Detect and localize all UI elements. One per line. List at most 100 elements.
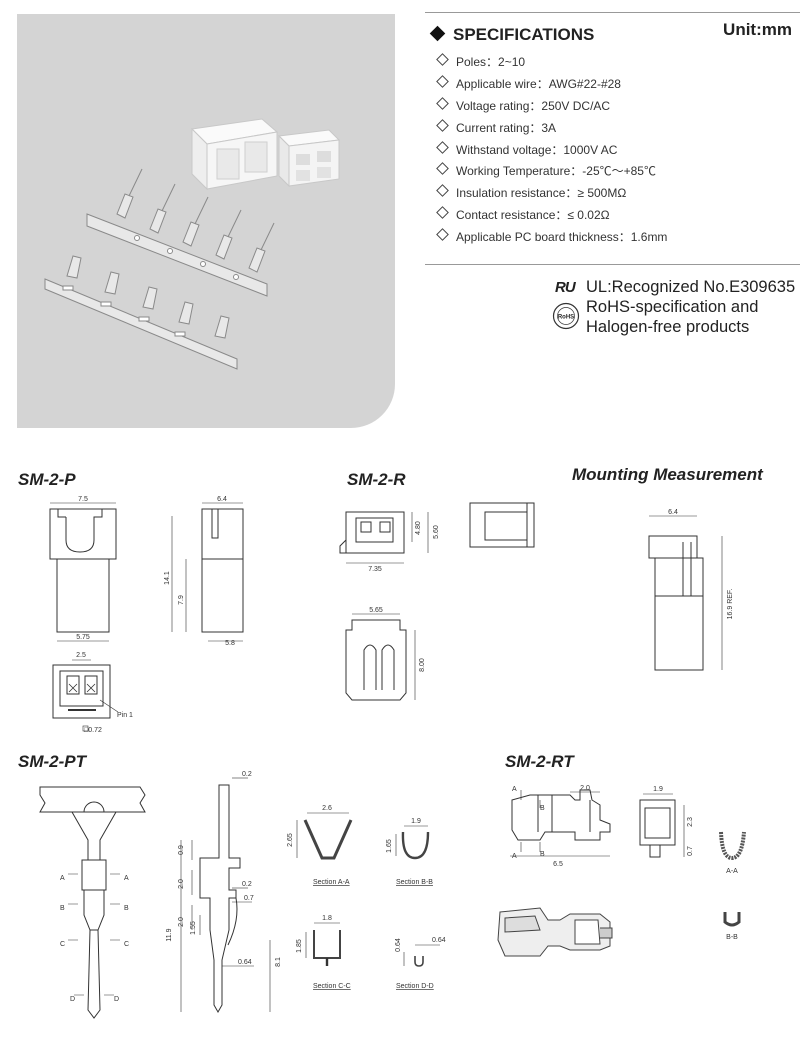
dim-rt-h1: 2.3 (687, 817, 694, 827)
sm2p-bottom-view (52, 659, 119, 732)
label-section-c-c: Section C-C (313, 983, 351, 990)
rt-section-b-b (723, 912, 741, 927)
spec-item-text: Poles：2~10 (456, 55, 526, 69)
dim-sec-c-h: 1.85 (296, 939, 303, 953)
terminal-strip-2-image (44, 255, 238, 370)
dim-sec-c-w: 1.8 (322, 915, 332, 922)
dim-sec-b-w: 1.9 (411, 818, 421, 825)
product-photo-panel (17, 14, 395, 428)
dim-mount-w: 6.4 (668, 509, 678, 516)
spec-top-rule (425, 12, 800, 13)
spec-item-text: Applicable PC board thickness：1.6mm (456, 230, 668, 245)
unit-label: Unit:mm (723, 20, 792, 39)
spec-item-current: Current rating：3A (436, 118, 667, 140)
sm2p-side-view (171, 502, 244, 642)
dim-p-pin-label: Pin 1 (117, 712, 133, 719)
section-title-sm2rt: SM-2-RT (505, 752, 574, 771)
section-a-a (296, 812, 353, 860)
dim-pt-d1: 0.9 (178, 845, 185, 855)
sm2rt-end-view (639, 793, 685, 858)
label-rt-b-bot: B (540, 851, 545, 858)
section-title-sm2r: SM-2-R (347, 470, 406, 489)
dim-rt-w2: 1.9 (653, 786, 663, 793)
dim-r-w: 7.35 (368, 566, 382, 573)
rt-section-a-a (719, 831, 746, 861)
specifications-list: Poles：2~10 Applicable wire：AWG#22-#28 Vo… (436, 52, 668, 249)
receptacle-image (277, 129, 341, 188)
rohs-seal-text: RoHS (558, 315, 574, 321)
label-pt-b-right: B (124, 905, 129, 912)
spec-item-pcb: Applicable PC board thickness：1.6mm (436, 227, 668, 249)
spec-item-poles: Poles：2~10 (436, 52, 667, 74)
spec-item-temperature: Working Temperature：-25℃～+85℃ (436, 161, 667, 183)
dim-p-h-total: 14.1 (164, 571, 171, 585)
dim-pt-d6: 1.55 (190, 921, 197, 935)
dim-sec-b-h: 1.65 (386, 839, 393, 853)
dim-sec-d-h: 0.64 (395, 938, 402, 952)
sm2pt-terminal-flat (39, 786, 146, 1019)
section-c-c (305, 922, 341, 966)
rohs-seal-icon: RoHS (552, 302, 580, 330)
rohs-text-line1: RoHS-specification and (586, 298, 759, 316)
dim-p-pin-size: □0.72 (84, 727, 102, 734)
dim-p-w-bot: 5.75 (76, 634, 90, 641)
sm2r-front-view (339, 511, 429, 564)
section-title-sm2p: SM-2-P (18, 470, 76, 489)
dim-pt-d4: 0.7 (244, 895, 254, 902)
ul-logo-icon: RU (555, 279, 576, 296)
spec-item-text: Voltage rating：250V DC/AC (456, 98, 611, 113)
sm2pt-section-markers (68, 873, 120, 996)
section-title-mounting: Mounting Measurement (572, 465, 763, 484)
specifications-title: SPECIFICATIONS (429, 25, 595, 45)
sm2r-side-view (469, 502, 535, 548)
dim-p-pitch: 2.5 (76, 652, 86, 659)
dim-r-w-top: 5.65 (369, 607, 383, 614)
sm2p-front-view (49, 502, 117, 642)
dim-pt-t1: 0.2 (242, 771, 252, 778)
dim-pt-total: 11.9 (166, 928, 173, 941)
spec-item-text: Applicable wire：AWG#22-#28 (456, 76, 621, 91)
dim-p-h-lower: 7.9 (178, 595, 185, 605)
spec-item-text: Contact resistance：≤ 0.02Ω (456, 208, 610, 223)
spec-item-text: Current rating：3A (456, 120, 557, 135)
label-pt-d-left: D (70, 996, 75, 1003)
spec-item-text: Withstand voltage：1000V AC (456, 142, 618, 157)
label-pt-c-left: C (60, 941, 65, 948)
spec-item-contact: Contact resistance：≤ 0.02Ω (436, 205, 667, 227)
housing-plug-image (190, 118, 279, 191)
dim-pt-d8: 8.1 (275, 957, 282, 967)
section-title-sm2pt: SM-2-PT (18, 752, 86, 771)
dim-sec-d-w: 0.64 (432, 937, 446, 944)
dim-rt-total: 6.5 (553, 861, 563, 868)
spec-item-text: Working Temperature：-25℃～+85℃ (456, 164, 656, 179)
ul-recognition-text: UL:Recognized No.E309635 (586, 278, 796, 296)
terminal-strip-1-image (86, 168, 275, 297)
dim-mount-h: 16.9 REF. (727, 589, 734, 620)
label-pt-a-right: A (124, 875, 129, 882)
label-pt-b-left: B (60, 905, 65, 912)
label-rt-b-top: B (540, 805, 545, 812)
dim-pt-d2: 2.0 (178, 879, 185, 889)
label-rt-a-top: A (512, 786, 517, 793)
spec-item-insulation: Insulation resistance：≥ 500MΩ (436, 183, 667, 205)
dim-p-w-side: 6.4 (217, 496, 227, 503)
section-b-b (395, 825, 430, 860)
dim-r-h: 8.00 (419, 658, 426, 672)
sm2pt-terminal-side (180, 777, 271, 1014)
spec-item-withstand: Withstand voltage：1000V AC (436, 140, 667, 162)
sm2rt-terminal-side (510, 789, 611, 857)
dim-rt-w1: 2.0 (580, 785, 590, 792)
spec-bottom-rule (425, 264, 800, 265)
specifications-title-text: SPECIFICATIONS (453, 25, 595, 44)
label-rt-a-bot: A (512, 853, 517, 860)
dim-pt-d3: 0.2 (242, 881, 252, 888)
dim-pt-d7: 0.64 (238, 959, 252, 966)
dim-p-w-side-bot: 5.8 (225, 640, 235, 647)
label-section-a-a: Section A-A (313, 879, 350, 886)
sm2rt-terminal-iso (497, 907, 613, 957)
label-pt-d-right: D (114, 996, 119, 1003)
dim-p-w-top: 7.5 (78, 496, 88, 503)
dim-sec-a-h: 2.65 (287, 833, 294, 847)
label-pt-c-right: C (124, 941, 129, 948)
sm2r-bottom-view (345, 613, 416, 701)
